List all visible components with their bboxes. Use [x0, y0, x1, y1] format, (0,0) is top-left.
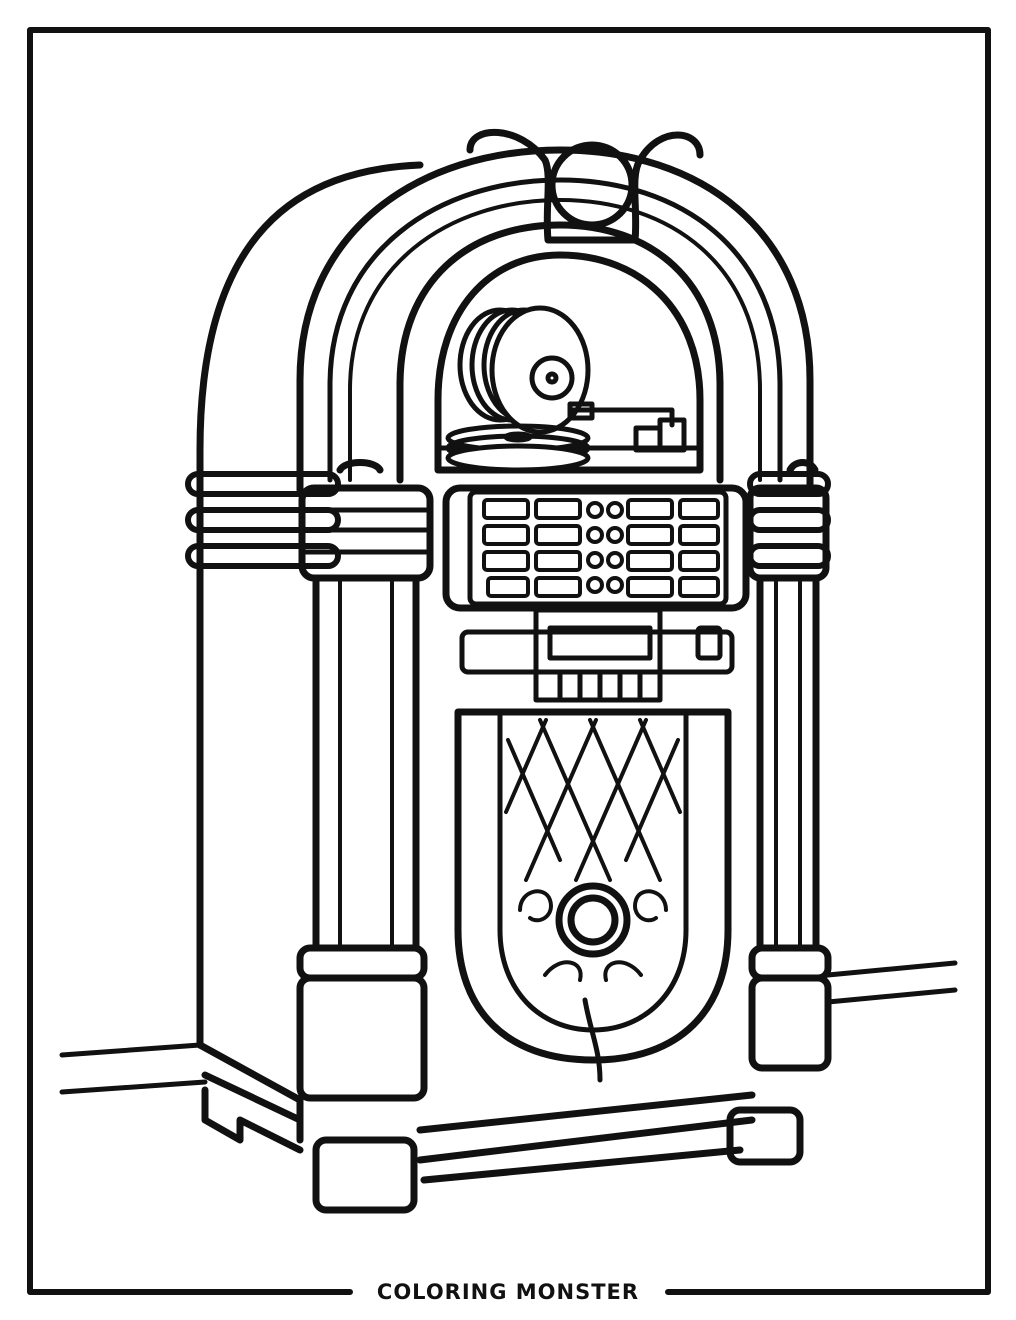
brand-label: COLORING MONSTER: [366, 1280, 650, 1304]
cabinet-side: [196, 161, 424, 1154]
brand-footer: COLORING MONSTER: [0, 1272, 1016, 1312]
right-column: [726, 459, 832, 1166]
grille-panel: [454, 708, 732, 1083]
top-ornament: [466, 128, 704, 244]
selection-buttons: [482, 498, 720, 598]
cabinet-base: [296, 1091, 756, 1184]
left-column: [296, 459, 434, 1214]
turntable: [445, 423, 591, 473]
front-arch: [296, 146, 814, 494]
mechanism: [459, 607, 735, 703]
tone-arm: [567, 401, 687, 453]
page-border: [27, 27, 991, 1295]
record-stack: [457, 305, 591, 435]
floor-lines: [59, 960, 958, 1095]
